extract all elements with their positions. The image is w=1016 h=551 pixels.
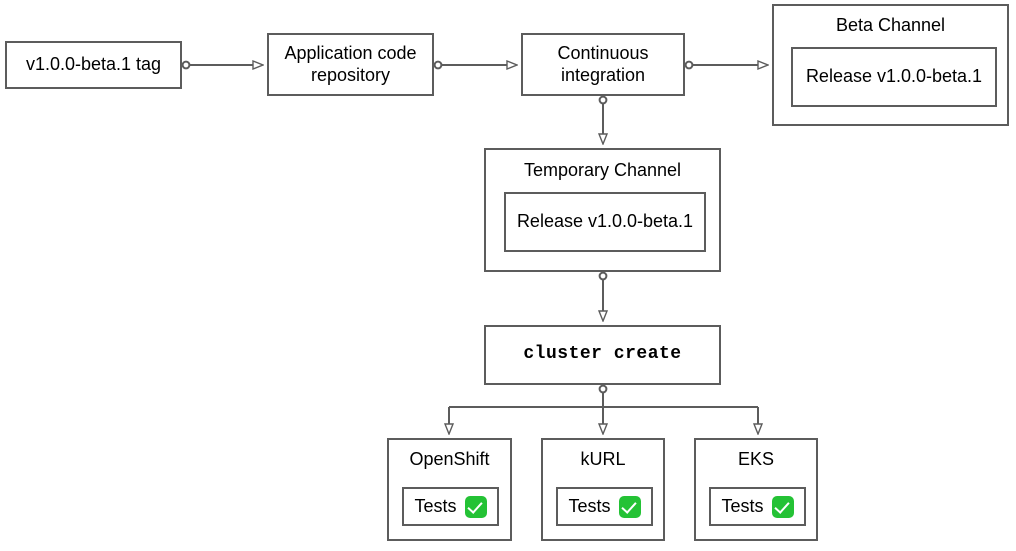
node-openshift[interactable]: OpenShift Tests — [387, 438, 512, 541]
beta-channel-release-label: Release v1.0.0-beta.1 — [805, 66, 983, 87]
edge-source-dot — [433, 60, 443, 70]
check-mark-button-icon — [618, 495, 641, 518]
node-cluster-create[interactable]: cluster create — [484, 325, 721, 385]
node-repo-label-wrap: Application code repository — [284, 43, 416, 86]
node-temporary-channel[interactable]: Temporary Channel Release v1.0.0-beta.1 — [484, 148, 721, 272]
node-kurl[interactable]: kURL Tests — [541, 438, 665, 541]
temporary-channel-release-box[interactable]: Release v1.0.0-beta.1 — [504, 192, 706, 252]
eks-title: EKS — [737, 449, 775, 469]
edge-source-dot — [684, 60, 694, 70]
edge-source-dot — [598, 384, 608, 394]
node-continuous-integration[interactable]: Continuous integration — [521, 33, 685, 96]
kurl-tests-box[interactable]: Tests — [556, 487, 653, 526]
eks-tests-label: Tests — [721, 495, 764, 516]
check-mark-button-icon — [771, 495, 794, 518]
openshift-tests-box[interactable]: Tests — [402, 487, 499, 526]
node-repo-label-line2: repository — [310, 64, 391, 85]
temporary-channel-title: Temporary Channel — [523, 160, 682, 180]
beta-channel-title: Beta Channel — [835, 15, 946, 35]
node-eks[interactable]: EKS Tests — [694, 438, 818, 541]
check-mark-button-icon — [464, 495, 487, 518]
node-application-code-repository[interactable]: Application code repository — [267, 33, 434, 96]
node-repo-label-line1: Application code — [284, 42, 417, 63]
edge-source-dot — [181, 60, 191, 70]
eks-tests-box[interactable]: Tests — [709, 487, 806, 526]
beta-channel-release-box[interactable]: Release v1.0.0-beta.1 — [791, 47, 997, 107]
openshift-title: OpenShift — [409, 449, 490, 469]
node-ci-label-line1: Continuous — [557, 42, 649, 63]
openshift-tests-label: Tests — [414, 495, 457, 516]
eks-tests-row: Tests — [721, 495, 794, 518]
node-beta-channel[interactable]: Beta Channel Release v1.0.0-beta.1 — [772, 4, 1009, 126]
node-ci-label-line2: integration — [560, 64, 646, 85]
kurl-tests-row: Tests — [568, 495, 641, 518]
kurl-title: kURL — [580, 449, 626, 469]
node-tag[interactable]: v1.0.0-beta.1 tag — [5, 41, 182, 89]
openshift-tests-row: Tests — [414, 495, 487, 518]
edge-source-dot — [598, 95, 608, 105]
edge-source-dot — [598, 271, 608, 281]
kurl-tests-label: Tests — [568, 495, 611, 516]
temporary-channel-release-label: Release v1.0.0-beta.1 — [516, 211, 694, 232]
node-cluster-create-label: cluster create — [523, 344, 682, 365]
node-tag-label: v1.0.0-beta.1 tag — [25, 54, 162, 75]
node-ci-label-wrap: Continuous integration — [557, 43, 648, 86]
